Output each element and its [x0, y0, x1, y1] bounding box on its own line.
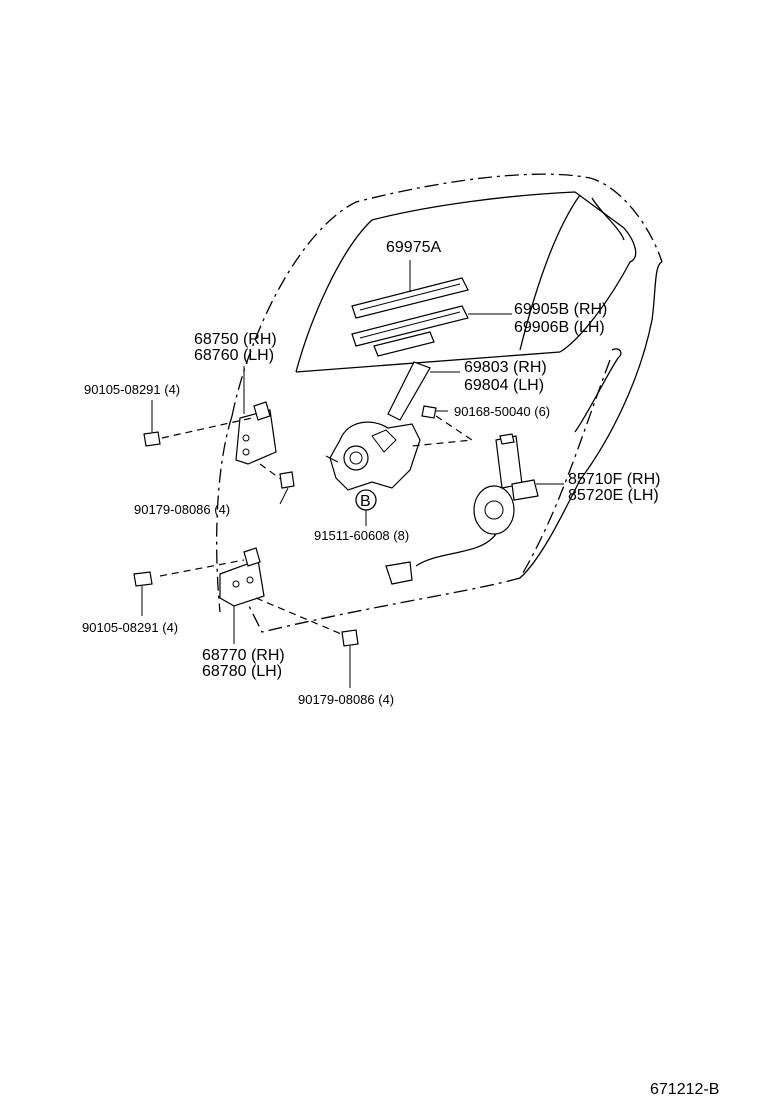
nut-lower [341, 629, 359, 688]
label-grommet: 91511-60608 (8) [314, 528, 409, 543]
nut-upper [279, 471, 295, 505]
label-nut-upper: 90179-08086 (4) [134, 502, 230, 517]
label-hinge-lower-rh: 68770 (RH) [202, 647, 285, 664]
grommet-marker-letter: B [360, 493, 371, 510]
label-regulator-rh: 69803 (RH) [464, 359, 547, 376]
bolt-lower-hinge [133, 571, 153, 616]
label-regulator-lh: 69804 (LH) [464, 377, 544, 394]
label-motor-lh: 85720E (LH) [568, 487, 659, 504]
door-outline [216, 173, 663, 633]
channel-top-part [351, 260, 469, 319]
label-hinge-upper-rh: 68750 (RH) [194, 331, 277, 348]
label-bolt-regulator: 90168-50040 (6) [454, 404, 550, 419]
hinge-lower-part [159, 547, 347, 644]
bolt-upper-hinge [143, 400, 161, 447]
motor-part [385, 433, 564, 585]
bolt-regulator [411, 405, 474, 447]
label-nut-lower: 90179-08086 (4) [298, 692, 394, 707]
label-channel-mid-rh: 69905B (RH) [514, 301, 607, 318]
regulator-part [325, 361, 460, 491]
diagram-code: 671212-B [650, 1081, 719, 1098]
hinge-upper-part [161, 366, 283, 481]
label-hinge-upper-lh: 68760 (LH) [194, 347, 274, 364]
channel-mid-part [351, 305, 512, 357]
label-bolt-lower-hinge: 90105-08291 (4) [82, 620, 178, 635]
label-motor-rh: 85710F (RH) [568, 471, 660, 488]
label-channel-top: 69975A [386, 239, 441, 256]
label-bolt-upper-hinge: 90105-08291 (4) [84, 382, 180, 397]
label-hinge-lower-lh: 68780 (LH) [202, 663, 282, 680]
grommet-marker: B [355, 489, 377, 526]
label-channel-mid-lh: 69906B (LH) [514, 319, 605, 336]
